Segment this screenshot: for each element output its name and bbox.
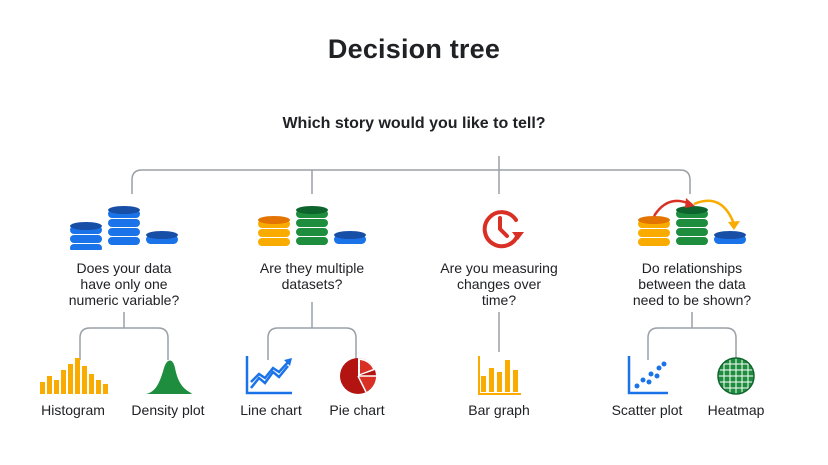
clock-icon [482,210,524,249]
leaf-label-bar-graph: Bar graph [468,402,530,418]
leaf-label-histogram: Histogram [41,402,105,418]
heatmap-icon [717,357,755,395]
leaf-label-line-chart: Line chart [240,402,302,418]
leaf-label-scatter-plot: Scatter plot [611,402,683,418]
multicolor-stacked-coins-icon [258,206,366,246]
root-bar [131,169,691,194]
page-title: Decision tree [327,34,501,64]
branch-question-2: Are they multiple datasets? [259,260,365,292]
leaf-label-density-plot: Density plot [131,402,205,418]
branch4-connector [647,312,737,360]
histogram-icon [40,358,108,394]
bar-graph-icon [478,356,521,395]
branch-question-1: Does your data have only one numeric var… [68,260,180,308]
density-plot-icon [146,360,192,394]
branch2-connector [267,302,357,360]
leaf-label-pie-chart: Pie chart [329,402,385,418]
root-question: Which story would you like to tell? [282,115,546,132]
scatter-plot-icon [627,356,668,395]
branch-question-3: Are you measuring changes over time? [440,260,558,308]
branch1-connector [79,312,169,360]
coins-with-arrows-icon [638,198,746,246]
line-chart-icon [245,356,292,395]
blue-stacked-coins-icon [70,206,178,250]
pie-chart-icon [340,357,376,394]
leaf-label-heatmap: Heatmap [707,402,765,418]
branch-question-4: Do relationships between the data need t… [632,260,752,308]
